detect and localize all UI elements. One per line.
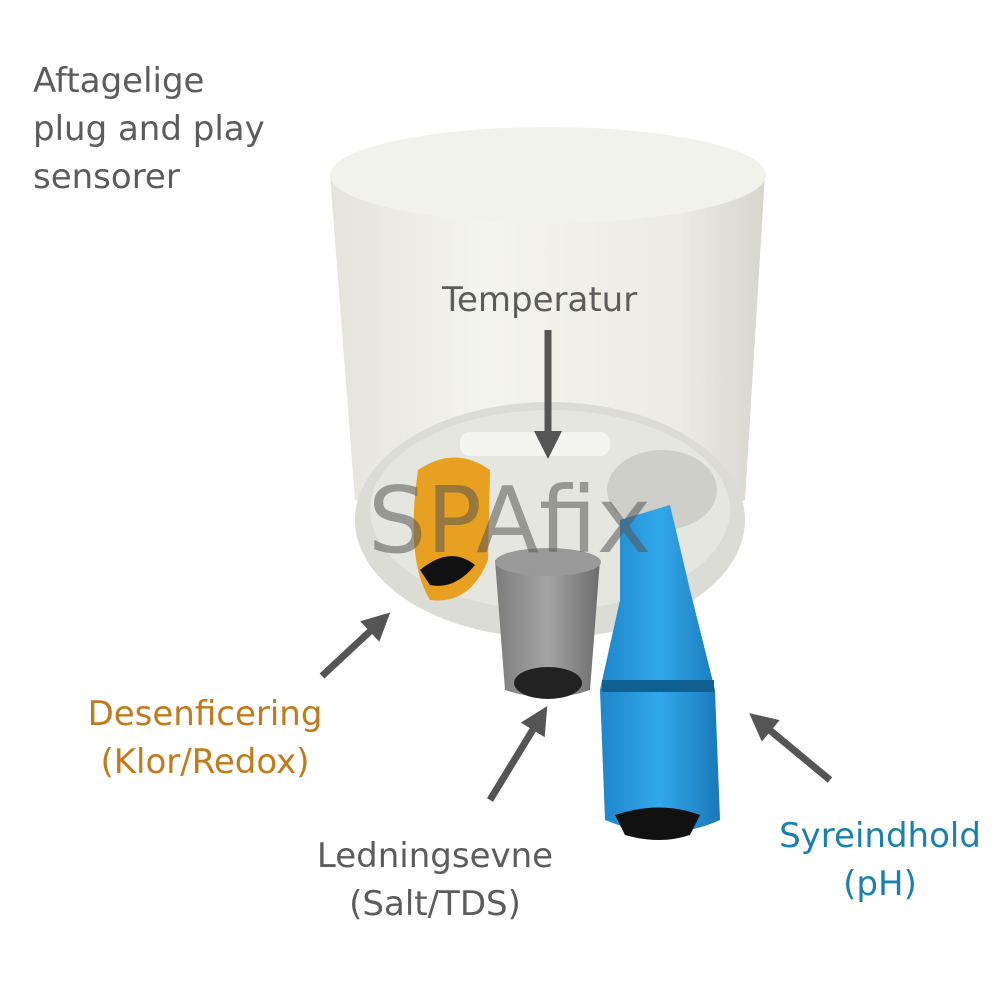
label-line: (pH) (843, 864, 917, 904)
label-disinfection: Desenficering (Klor/Redox) (60, 690, 350, 786)
orange-sensor (413, 457, 490, 601)
title-line: plug and play (33, 109, 265, 149)
title-line: Aftagelige (33, 61, 205, 101)
label-temperature: Temperatur (442, 280, 638, 320)
label-line: Syreindhold (779, 816, 981, 856)
watermark-logo: SPAfix (368, 467, 651, 574)
blue-sensor (600, 505, 720, 840)
label-line: Desenficering (87, 694, 323, 734)
title-line: sensorer (33, 157, 180, 197)
label-line: Ledningsevne (316, 836, 554, 876)
arrows (319, 330, 833, 802)
label-acidity: Syreindhold (pH) (760, 812, 1000, 908)
label-line: (Klor/Redox) (100, 742, 310, 782)
label-conductivity: Ledningsevne (Salt/TDS) (290, 832, 580, 928)
arrow-conductivity (487, 706, 548, 802)
label-line: (Salt/TDS) (349, 884, 521, 924)
title: Aftagelige plug and play sensorer (33, 57, 265, 201)
arrow-acidity (749, 713, 833, 783)
arrow-disinfection (319, 612, 391, 679)
gray-sensor (495, 548, 601, 699)
